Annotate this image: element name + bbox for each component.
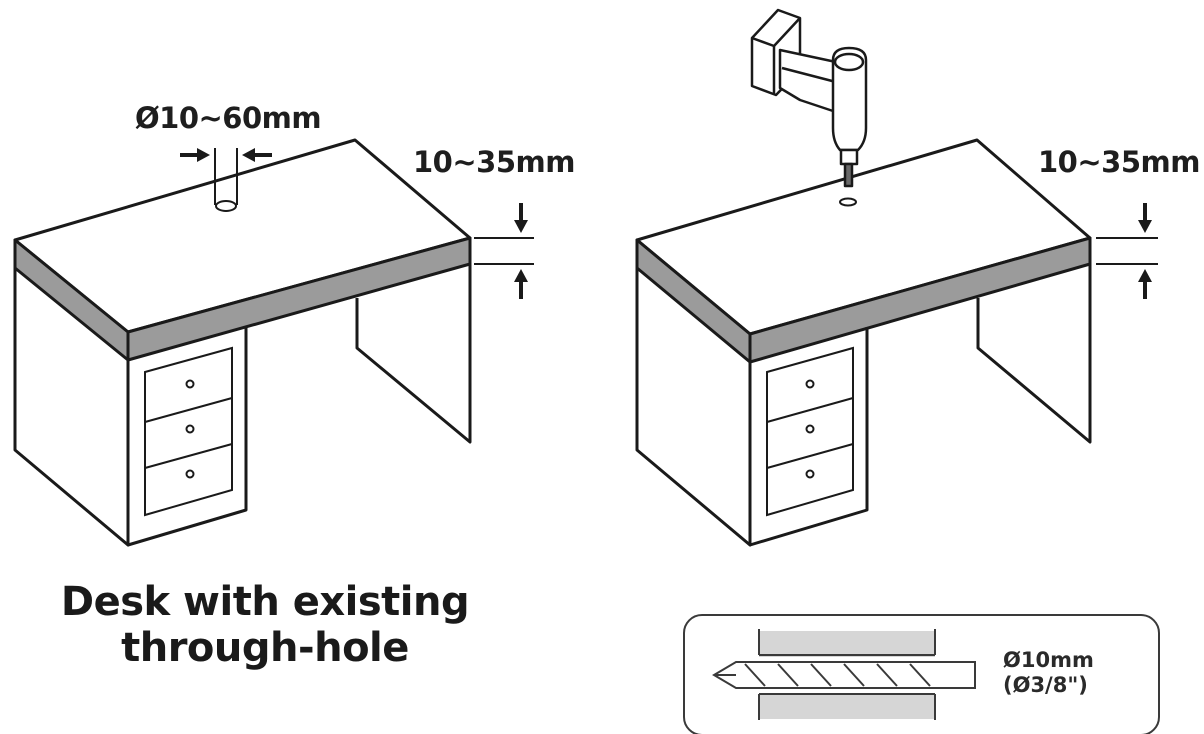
drill-bit-size-label: Ø10mm (Ø3/8") bbox=[1003, 648, 1094, 698]
drill-icon bbox=[750, 8, 868, 207]
left-thickness-label: 10~35mm bbox=[413, 145, 575, 179]
hole-diameter-label: Ø10~60mm bbox=[135, 101, 322, 135]
drill-bit-icon bbox=[712, 661, 976, 689]
right-thickness-dimension bbox=[1096, 203, 1158, 299]
right-thickness-label: 10~35mm bbox=[1038, 145, 1200, 179]
left-thickness-dimension bbox=[474, 203, 534, 299]
bit-diameter-imperial: (Ø3/8") bbox=[1003, 673, 1088, 697]
left-caption: Desk with existing through-hole bbox=[30, 579, 500, 671]
bit-diameter-metric: Ø10mm bbox=[1003, 648, 1094, 672]
left-desk bbox=[13, 138, 472, 547]
right-drawers bbox=[766, 346, 854, 517]
caption-line-2: through-hole bbox=[121, 625, 409, 671]
hole-width-arrows bbox=[180, 148, 272, 162]
left-drawers bbox=[144, 346, 233, 517]
drill-bit-spec-box bbox=[683, 614, 1160, 734]
right-desk bbox=[635, 138, 1092, 547]
existing-hole-marker bbox=[214, 148, 238, 212]
caption-line-1: Desk with existing bbox=[60, 579, 470, 625]
